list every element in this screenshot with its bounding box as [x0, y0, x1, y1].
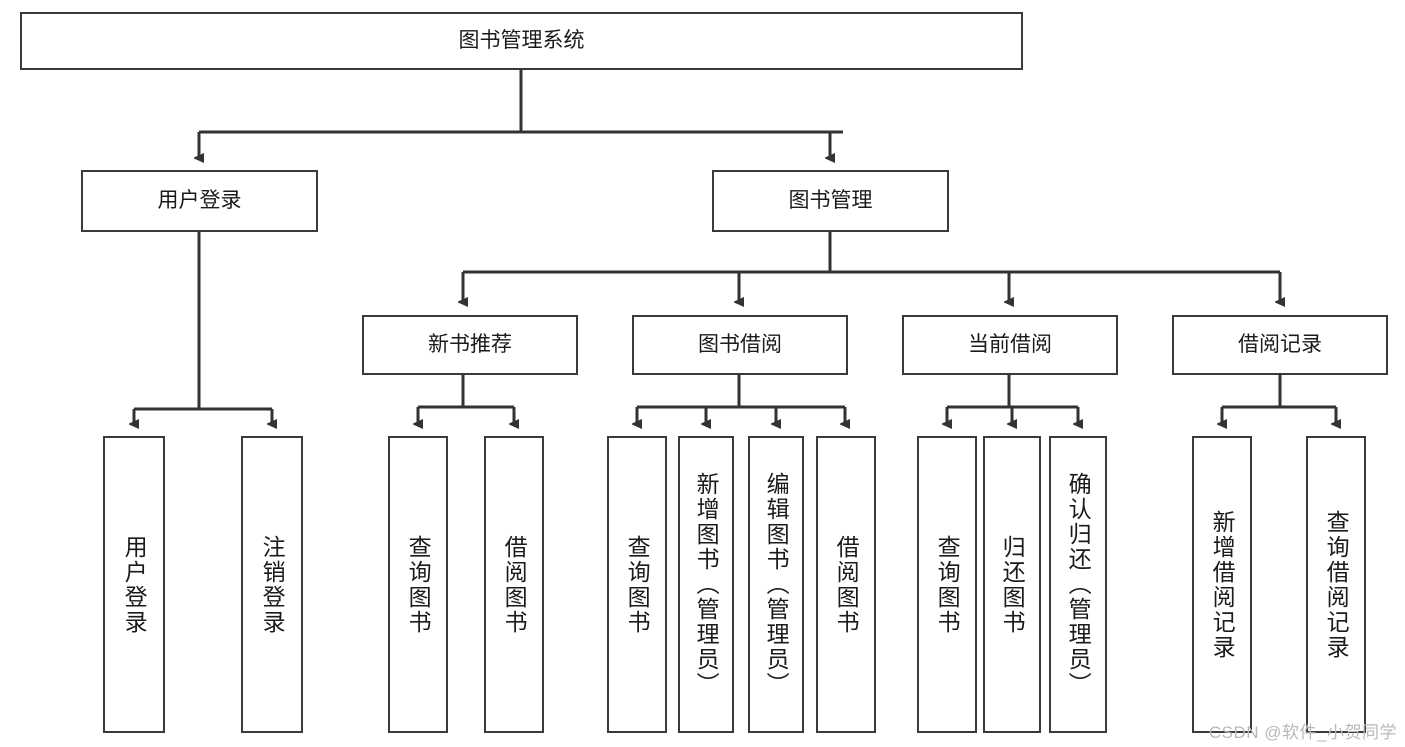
- node-root[interactable]: 图书管理系统: [20, 12, 1023, 70]
- leaf-new-book-query-label: 查询图书: [405, 534, 432, 635]
- leaf-new-book-borrow-label: 借阅图书: [501, 534, 528, 635]
- leaf-borrow-record-add[interactable]: 新增借阅记录: [1192, 436, 1252, 733]
- leaf-book-borrow-edit[interactable]: 编辑图书（管理员）: [748, 436, 804, 733]
- leaf-current-borrow-confirm-label: 确认归还（管理员）: [1065, 472, 1092, 697]
- leaf-book-borrow-edit-label: 编辑图书（管理员）: [763, 472, 790, 697]
- leaf-book-borrow-add[interactable]: 新增图书（管理员）: [678, 436, 734, 733]
- node-current-borrow[interactable]: 当前借阅: [902, 315, 1118, 375]
- leaf-new-book-borrow[interactable]: 借阅图书: [484, 436, 544, 733]
- leaf-current-borrow-query[interactable]: 查询图书: [917, 436, 977, 733]
- node-current-borrow-label: 当前借阅: [968, 332, 1052, 356]
- leaf-book-borrow-borrow[interactable]: 借阅图书: [816, 436, 876, 733]
- node-book-borrow[interactable]: 图书借阅: [632, 315, 848, 375]
- leaf-book-borrow-query-label: 查询图书: [624, 534, 651, 635]
- node-root-label: 图书管理系统: [458, 28, 585, 52]
- leaf-user-login-login[interactable]: 用户登录: [103, 436, 165, 733]
- node-user-login[interactable]: 用户登录: [81, 170, 318, 232]
- leaf-user-login-login-label: 用户登录: [121, 534, 148, 635]
- leaf-borrow-record-add-label: 新增借阅记录: [1209, 509, 1236, 660]
- watermark-text: CSDN @软件_小贺同学: [1208, 723, 1397, 742]
- leaf-current-borrow-query-label: 查询图书: [934, 534, 961, 635]
- leaf-current-borrow-confirm[interactable]: 确认归还（管理员）: [1049, 436, 1107, 733]
- node-new-book-recommend[interactable]: 新书推荐: [362, 315, 578, 375]
- leaf-borrow-record-query-label: 查询借阅记录: [1323, 509, 1350, 660]
- leaf-book-borrow-borrow-label: 借阅图书: [833, 534, 860, 635]
- node-book-borrow-label: 图书借阅: [698, 332, 782, 356]
- node-book-management[interactable]: 图书管理: [712, 170, 949, 232]
- node-book-management-label: 图书管理: [788, 188, 873, 212]
- leaf-book-borrow-query[interactable]: 查询图书: [607, 436, 667, 733]
- leaf-book-borrow-add-label: 新增图书（管理员）: [693, 472, 720, 697]
- leaf-user-login-logout[interactable]: 注销登录: [241, 436, 303, 733]
- leaf-new-book-query[interactable]: 查询图书: [388, 436, 448, 733]
- node-user-login-label: 用户登录: [157, 188, 242, 212]
- node-borrow-record-label: 借阅记录: [1238, 332, 1322, 356]
- node-borrow-record[interactable]: 借阅记录: [1172, 315, 1388, 375]
- node-new-book-recommend-label: 新书推荐: [428, 332, 512, 356]
- leaf-current-borrow-return[interactable]: 归还图书: [983, 436, 1041, 733]
- leaf-current-borrow-return-label: 归还图书: [999, 534, 1026, 635]
- leaf-borrow-record-query[interactable]: 查询借阅记录: [1306, 436, 1366, 733]
- leaf-user-login-logout-label: 注销登录: [259, 534, 286, 635]
